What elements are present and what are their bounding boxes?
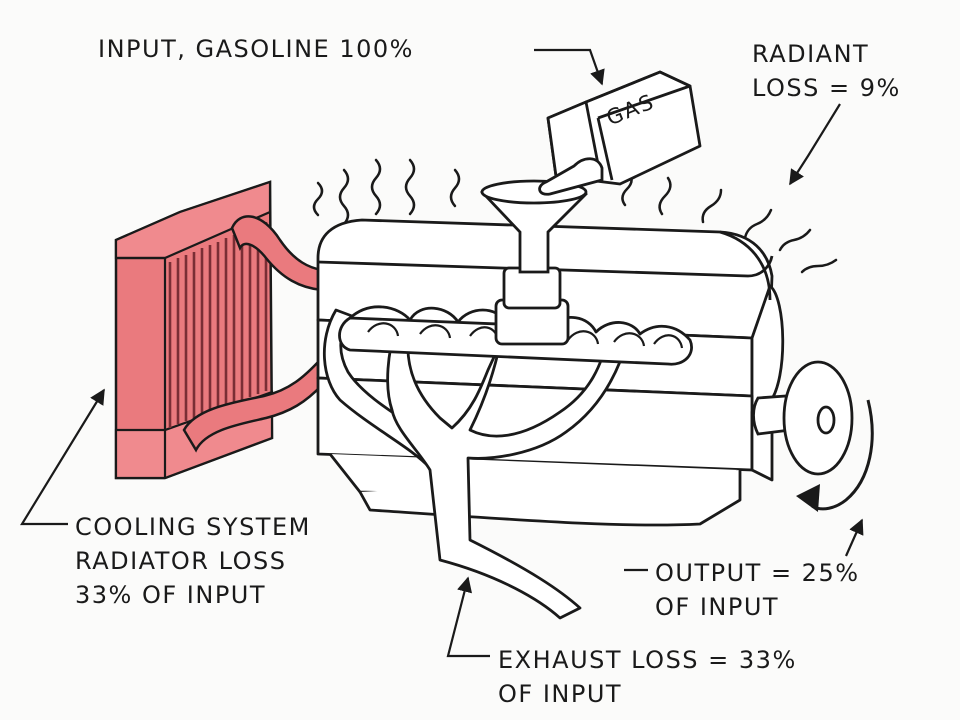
flywheel-icon xyxy=(752,360,854,476)
radiant-loss-label: RADIANT LOSS = 9% xyxy=(752,40,901,102)
heat-waves-icon xyxy=(312,158,838,274)
cooling-system-loss-label: COOLING SYSTEM RADIATOR LOSS 33% OF INPU… xyxy=(75,513,311,609)
gas-can-icon xyxy=(538,70,702,196)
output-label: OUTPUT = 25% OF INPUT xyxy=(655,559,860,621)
rotation-arrow-icon xyxy=(796,399,874,512)
exhaust-loss-label: EXHAUST LOSS = 33% OF INPUT xyxy=(498,646,797,708)
callout-lines xyxy=(20,48,864,658)
input-gasoline-label: INPUT, GASOLINE 100% xyxy=(98,35,414,63)
